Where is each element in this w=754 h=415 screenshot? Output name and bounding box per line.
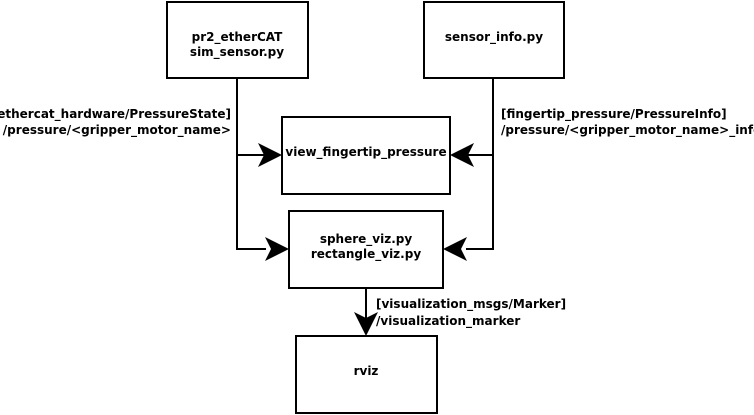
node-sim-sensor: pr2_etherCAT sim_sensor.py — [166, 1, 309, 79]
node-viz-line2: rectangle_viz.py — [311, 247, 421, 262]
edge-pressure-info: [fingertip_pressure/PressureInfo] /press… — [443, 78, 754, 261]
edge-pressure-state-type: [ethercat_hardware/PressureState] — [0, 107, 231, 122]
edge-pressure-state-line — [236, 78, 266, 250]
node-sensor-info: sensor_info.py — [423, 1, 565, 79]
edge-pressure-state-topic: /pressure/<gripper_motor_name> — [3, 123, 231, 138]
arrowhead-to-view-fingertip-right — [450, 143, 474, 167]
node-rviz-label: rviz — [354, 364, 379, 378]
node-sim-sensor-line1: pr2_etherCAT — [192, 30, 283, 45]
node-view-fingertip-label: view_fingertip_pressure — [285, 145, 446, 160]
edge-pressure-info-type: [fingertip_pressure/PressureInfo] — [501, 107, 727, 122]
node-sim-sensor-line2: sim_sensor.py — [190, 45, 284, 60]
arrowhead-to-viz-right — [443, 237, 467, 261]
edge-pressure-info-line — [466, 78, 494, 250]
arrowhead-to-rviz — [354, 312, 378, 336]
node-rviz: rviz — [295, 335, 438, 414]
edge-marker: [visualization_msgs/Marker] /visualizati… — [354, 288, 566, 336]
node-sensor-info-label: sensor_info.py — [445, 30, 543, 45]
arrowhead-to-viz-left — [265, 237, 289, 261]
node-viz-line1: sphere_viz.py — [320, 232, 413, 247]
edge-marker-topic: /visualization_marker — [376, 314, 520, 329]
edge-pressure-state: [ethercat_hardware/PressureState] /press… — [0, 78, 289, 261]
node-viz: sphere_viz.py rectangle_viz.py — [288, 210, 444, 289]
edge-marker-type: [visualization_msgs/Marker] — [376, 297, 566, 312]
edge-pressure-info-topic: /pressure/<gripper_motor_name>_info — [501, 123, 754, 138]
arrowhead-to-view-fingertip — [258, 143, 282, 167]
node-view-fingertip-pressure: view_fingertip_pressure — [281, 116, 451, 195]
